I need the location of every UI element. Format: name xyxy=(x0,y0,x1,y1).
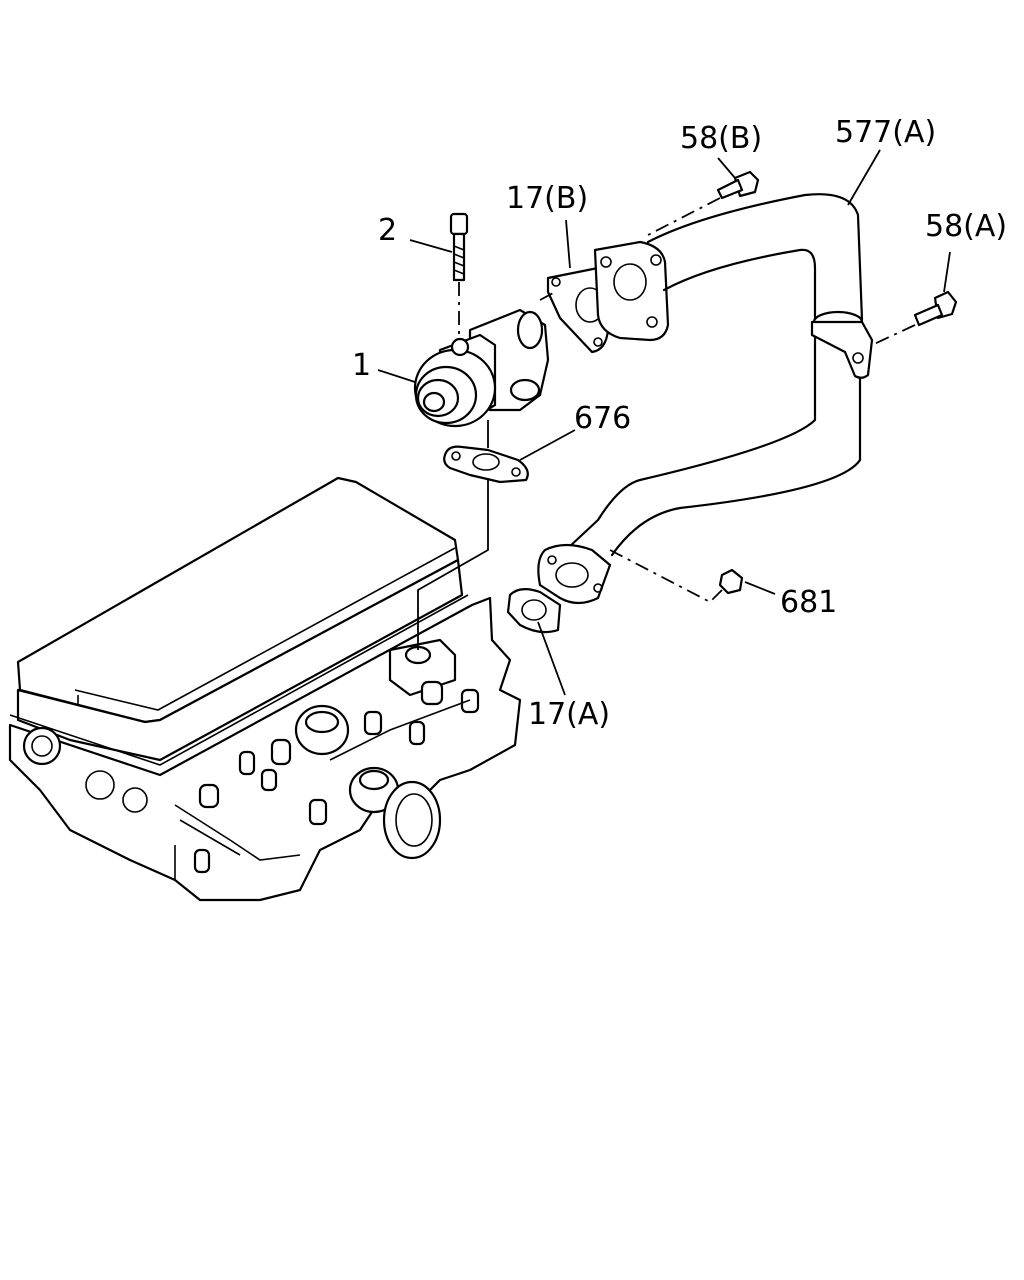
bolt-part-58a xyxy=(913,290,958,327)
callout-17b: 17(B) xyxy=(506,181,588,216)
callout-58b: 58(B) xyxy=(680,121,762,156)
engine-cylinder-head xyxy=(8,476,522,902)
nut-part-681 xyxy=(718,568,744,595)
gasket-part-17a xyxy=(506,588,562,634)
callout-17a: 17(A) xyxy=(528,697,610,732)
water-pipe-part-577a xyxy=(537,193,874,605)
callout-2: 2 xyxy=(378,213,397,248)
bolt-part-58b xyxy=(716,170,760,200)
callout-58a: 58(A) xyxy=(925,209,1007,244)
bolt-part-2 xyxy=(449,212,469,282)
callout-1: 1 xyxy=(352,348,371,383)
callout-676: 676 xyxy=(574,401,631,436)
callout-577a: 577(A) xyxy=(835,115,936,150)
gasket-part-676 xyxy=(443,445,529,484)
callout-681: 681 xyxy=(780,585,837,620)
thermostat-housing xyxy=(413,308,550,428)
